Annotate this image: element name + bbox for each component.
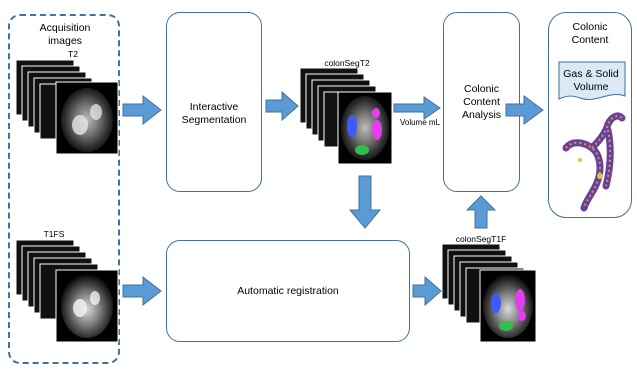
colonic-content-title-line1: Colonic [572,21,608,33]
automatic-registration-box: Automatic registration [166,240,410,342]
colonsegt2-image-stack [299,67,393,165]
colonsegt2-label: colonSegT2 [324,58,370,68]
colonsegt1f-image-stack [441,243,537,343]
t1fs-label: T1FS [43,229,65,239]
colonic-content-title-line2: Content [571,34,609,46]
arrow-t1fs-to-registration [122,275,162,307]
acquisition-title-line2: images [48,35,82,47]
volume-ml-label: Volume mL [399,118,441,127]
arrow-t2-to-segmentation [122,94,162,126]
analysis-line1: Colonic [463,83,500,95]
analysis-line2: Content [463,96,500,108]
analysis-line3: Analysis [461,109,502,121]
acquisition-title-line1: Acquisition [39,22,91,34]
interactive-segmentation-line2: Segmentation [181,114,247,126]
gas-solid-volume-line1: Gas & Solid [563,68,619,80]
arrow-registration-to-colonsegt1f [412,275,442,307]
interactive-segmentation-line1: Interactive [189,101,239,113]
colonsegt1f-label: colonSegT1F [455,234,507,244]
t2-label: T2 [68,49,78,59]
arrow-colonsegt1f-to-analysis [465,195,497,229]
arrow-colonsegt2-to-registration [348,175,382,229]
colonic-content-box: Colonic Content [548,12,632,218]
gas-solid-volume-line2: Volume [573,81,609,93]
automatic-registration-label: Automatic registration [237,285,339,297]
colonic-content-analysis-box: Colonic Content Analysis [443,12,520,192]
arrow-segmentation-to-colonsegt2 [265,90,299,122]
interactive-segmentation-box: Interactive Segmentation [166,12,262,192]
acquisition-panel [8,14,120,364]
